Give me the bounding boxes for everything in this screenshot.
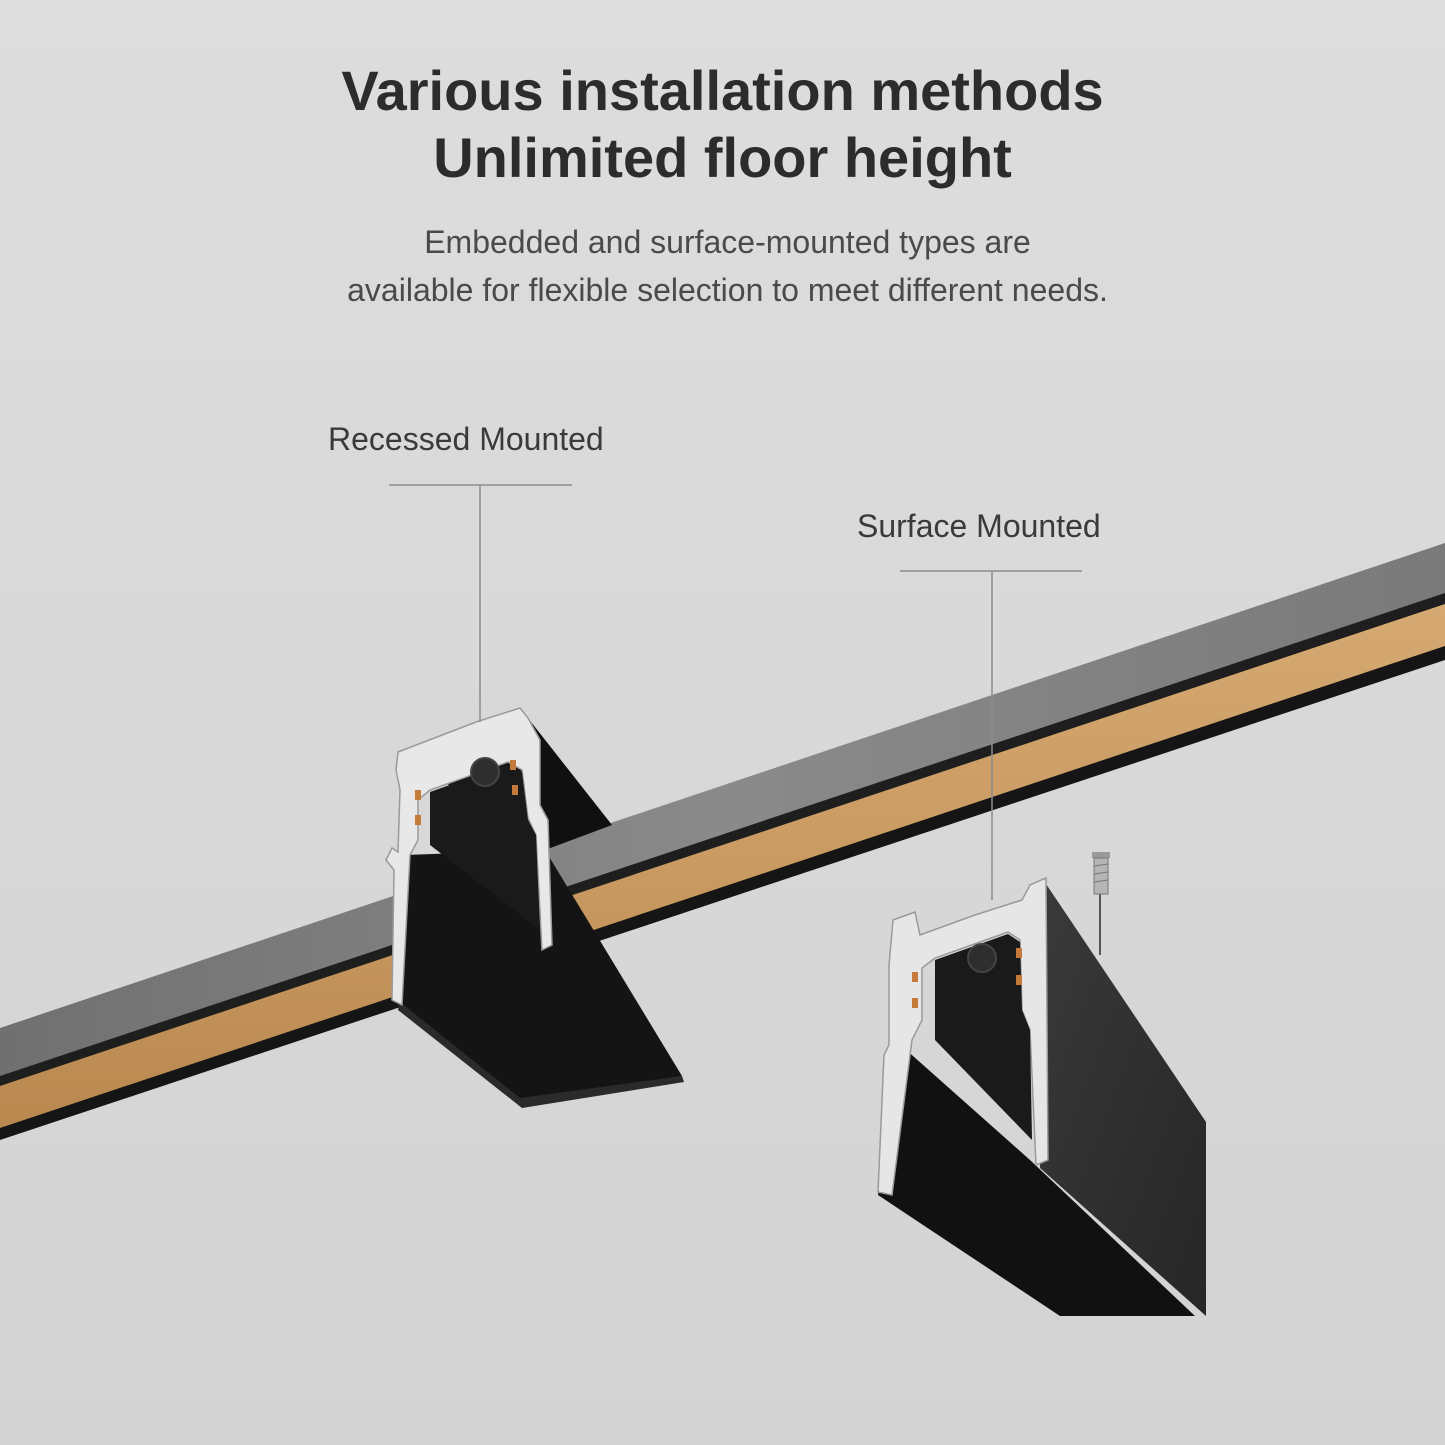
screw-icon <box>1092 852 1110 895</box>
callout-recessed-line <box>389 484 572 722</box>
wood-strip <box>0 604 1445 1130</box>
recessed-conductor-1 <box>415 790 421 800</box>
callout-surface-line <box>900 570 1082 900</box>
surface-track-side <box>1040 878 1206 1316</box>
ceiling-dark-edge <box>0 593 1445 1088</box>
surface-track-profile <box>877 876 1049 1196</box>
recessed-conductor-4 <box>512 785 518 795</box>
surface-track-channel <box>935 934 1032 1140</box>
recessed-mounted-label: Recessed Mounted <box>328 421 604 457</box>
surface-mounted-label: Surface Mounted <box>857 508 1101 544</box>
surface-conductor-3 <box>1016 948 1022 958</box>
surface-conductor-1 <box>912 972 918 982</box>
recessed-magnet <box>470 757 500 787</box>
ceiling-top-face <box>0 543 1445 1081</box>
recessed-track-bottom <box>398 1002 684 1108</box>
surface-conductor-4 <box>1016 975 1022 985</box>
surface-magnet <box>967 943 997 973</box>
subtitle-line1: Embedded and surface-mounted types are <box>424 224 1031 260</box>
surface-conductor-2 <box>912 998 918 1008</box>
recessed-track-profile <box>385 707 553 1007</box>
surface-track-front <box>878 1040 1195 1316</box>
recessed-conductor-3 <box>510 760 516 770</box>
recessed-track-side <box>400 850 682 1104</box>
surface-track <box>877 852 1206 1316</box>
ceiling-slab <box>0 543 1445 1140</box>
subtitle-line2: available for flexible selection to meet… <box>347 272 1108 308</box>
recessed-track <box>385 707 684 1108</box>
page-title-line2: Unlimited floor height <box>433 126 1012 189</box>
recessed-conductor-2 <box>415 815 421 825</box>
ceiling-bottom-line <box>0 646 1445 1140</box>
recessed-track-channel <box>430 764 540 930</box>
page-title-line1: Various installation methods <box>341 59 1104 122</box>
